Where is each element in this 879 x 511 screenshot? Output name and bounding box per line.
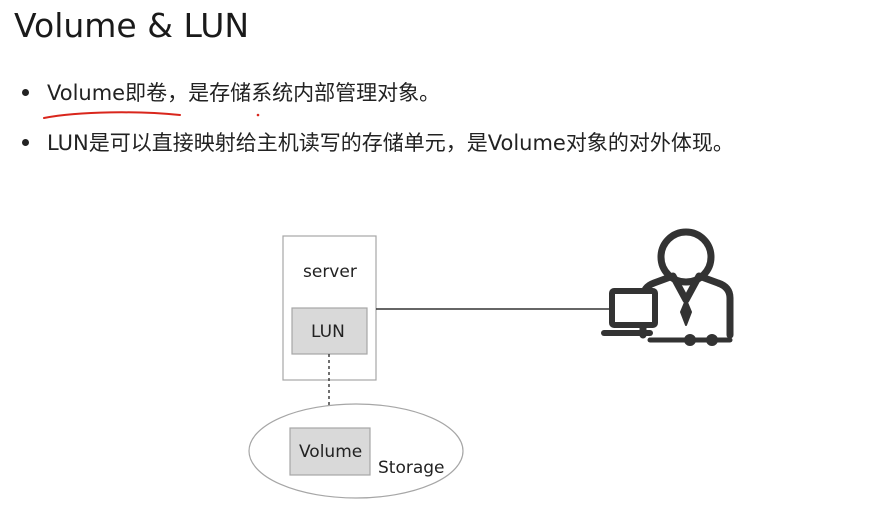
bullet-dot-icon (22, 88, 29, 96)
slide-title: Volume & LUN (14, 6, 250, 45)
lun-label: LUN (311, 322, 345, 342)
annotation-underline (43, 111, 181, 119)
bullet-dot-icon (22, 138, 29, 146)
volume-box (289, 427, 371, 476)
bullet-item-lun: LUN是可以直接映射给主机读写的存储单元，是Volume对象的对外体现。 (22, 128, 734, 158)
bullet-list: Volume即卷，是存储系统内部管理对象。 LUN是可以直接映射给主机读写的存储… (0, 0, 879, 200)
bullet-text: LUN是可以直接映射给主机读写的存储单元，是Volume对象的对外体现。 (47, 131, 734, 155)
lun-box (291, 307, 368, 355)
user-with-laptop-icon (601, 228, 734, 346)
storage-label: Storage (378, 458, 445, 478)
bullet-item-volume: Volume即卷，是存储系统内部管理对象。 (22, 78, 440, 108)
annotation-dot (256, 113, 260, 117)
server-label: server (303, 262, 357, 282)
volume-label: Volume (299, 442, 363, 462)
bullet-text: Volume即卷，是存储系统内部管理对象。 (47, 81, 441, 105)
